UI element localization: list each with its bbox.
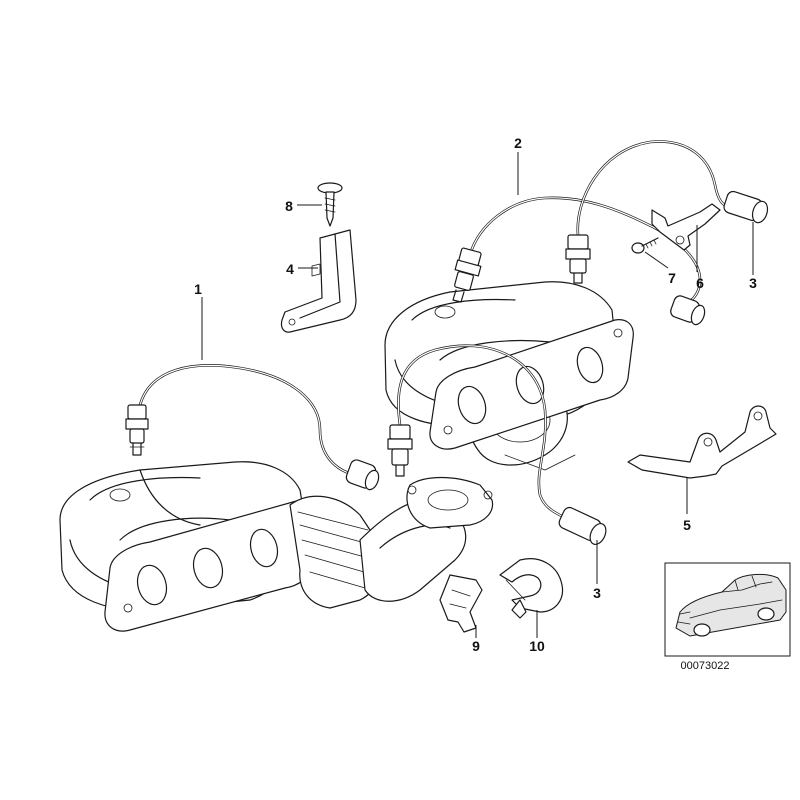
callout-10: 10: [529, 638, 545, 654]
bracket-part-6: [651, 203, 721, 251]
callout-9: 9: [472, 638, 480, 654]
callout-8: 8: [285, 198, 293, 214]
front-manifold-flange: [104, 499, 319, 632]
callout-2: 2: [514, 135, 522, 151]
callout-labels: 1 2 3 3 4 5 6 7 8 9 10: [194, 135, 757, 654]
oxygen-sensor-upper-middle: [565, 140, 769, 284]
bolt-part-7: [631, 237, 659, 254]
callout-7: 7: [668, 270, 676, 286]
car-icon: [675, 573, 787, 637]
vehicle-inset: 00073022: [664, 562, 791, 672]
callout-3-lower: 3: [593, 585, 601, 601]
heat-shield-part-4: [280, 229, 357, 333]
callout-6: 6: [696, 275, 704, 291]
bracket-part-5: [627, 405, 777, 479]
clamp-part-10: [499, 558, 564, 619]
callout-3-upper: 3: [749, 275, 757, 291]
leader-lines: [201, 152, 754, 638]
clip-part-9: [439, 574, 483, 633]
callout-4: 4: [286, 261, 294, 277]
diagram-number: 00073022: [681, 660, 730, 672]
callout-5: 5: [683, 517, 691, 533]
front-catalytic-converter: [289, 476, 494, 609]
oxygen-sensor-1: [125, 364, 380, 491]
callout-1: 1: [194, 281, 202, 297]
oxygen-sensor-lower-right: [387, 344, 607, 545]
oxygen-sensor-2: [452, 196, 706, 326]
rear-manifold-flange: [429, 319, 634, 450]
screw-part-8: [317, 182, 343, 227]
